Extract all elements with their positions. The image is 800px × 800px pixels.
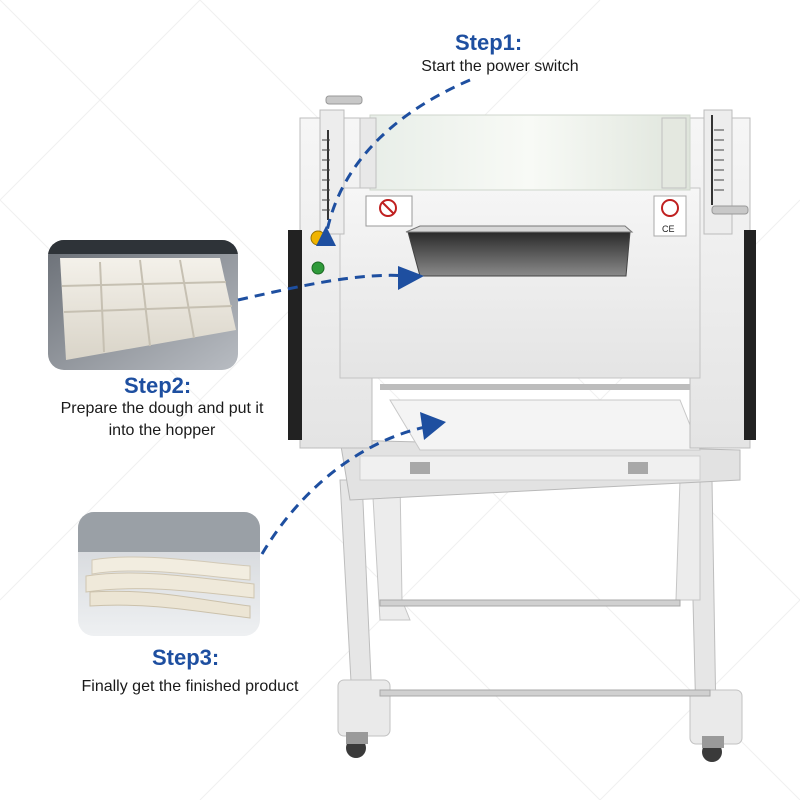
step2-description-line2: into the hopper [108, 422, 216, 439]
safety-sign-icon [653, 195, 687, 237]
step3-title: Step3: [152, 645, 220, 670]
dashed-arrow-icon [237, 78, 471, 555]
step2-description-line1: Prepare the dough and put it [60, 400, 264, 417]
dough-tray-photo [48, 240, 238, 370]
step3-description: Finally get the finished product [81, 678, 299, 695]
baguettes-photo [78, 512, 260, 636]
machine-stand [337, 479, 743, 762]
step1-title: Step1: [455, 30, 523, 55]
machine-body [288, 95, 756, 449]
dough-hopper [405, 225, 634, 277]
warning-label-icon [365, 195, 413, 227]
step1-description: Start the power switch [421, 58, 579, 75]
arrowhead-icons [316, 226, 446, 440]
output-tray [339, 384, 741, 501]
step2-title: Step2: [124, 373, 192, 398]
ce-mark: CE [662, 224, 675, 234]
